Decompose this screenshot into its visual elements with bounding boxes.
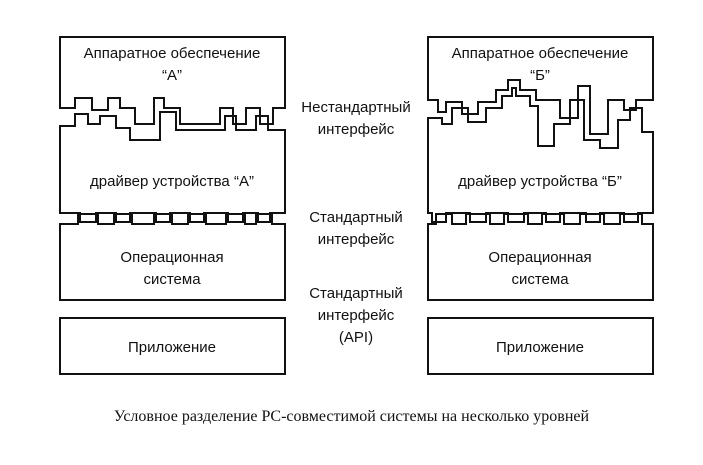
standard-interface-2-line3: (API) bbox=[339, 329, 373, 346]
layer-diagram: Аппаратное обеспечение “А” драйвер устро… bbox=[59, 36, 654, 375]
hardware-b-block bbox=[427, 36, 654, 135]
os-b-label-line2: система bbox=[511, 271, 569, 288]
driver-b-block bbox=[427, 87, 654, 223]
os-a-label-line1: Операционная bbox=[120, 249, 223, 266]
os-b-block bbox=[427, 213, 654, 301]
application-b-block bbox=[427, 317, 654, 375]
application-a-block bbox=[59, 317, 286, 375]
driver-a-block bbox=[59, 111, 286, 223]
nonstandard-interface-line2: интерфейс bbox=[318, 121, 395, 138]
os-b-label-line1: Операционная bbox=[488, 249, 591, 266]
right-column: Аппаратное обеспечение “Б” драйвер устро… bbox=[427, 36, 654, 375]
application-b-label: Приложение bbox=[496, 339, 584, 356]
nonstandard-interface-line1: Нестандартный bbox=[301, 99, 410, 116]
hardware-a-label-line2: “А” bbox=[162, 67, 182, 84]
standard-interface-2-line1: Стандартный bbox=[309, 285, 403, 302]
standard-interface-2-line2: интерфейс bbox=[318, 307, 395, 324]
standard-interface-1-line2: интерфейс bbox=[318, 231, 395, 248]
left-column: Аппаратное обеспечение “А” драйвер устро… bbox=[59, 36, 286, 375]
figure-caption: Условное разделение PC-совместимой систе… bbox=[113, 408, 590, 425]
driver-b-label: драйвер устройства “Б” bbox=[458, 173, 622, 190]
standard-interface-1-line1: Стандартный bbox=[309, 209, 403, 226]
hardware-a-block bbox=[59, 36, 286, 125]
os-a-label-line2: система bbox=[143, 271, 201, 288]
hardware-b-label-line1: Аппаратное обеспечение bbox=[452, 45, 629, 62]
hardware-a-label-line1: Аппаратное обеспечение bbox=[84, 45, 261, 62]
application-a-label: Приложение bbox=[128, 339, 216, 356]
os-a-block bbox=[59, 213, 286, 301]
interface-labels: Нестандартный интерфейс Стандартный инте… bbox=[301, 99, 410, 346]
driver-a-label: драйвер устройства “А” bbox=[90, 173, 254, 190]
hardware-b-label-line2: “Б” bbox=[530, 67, 550, 84]
